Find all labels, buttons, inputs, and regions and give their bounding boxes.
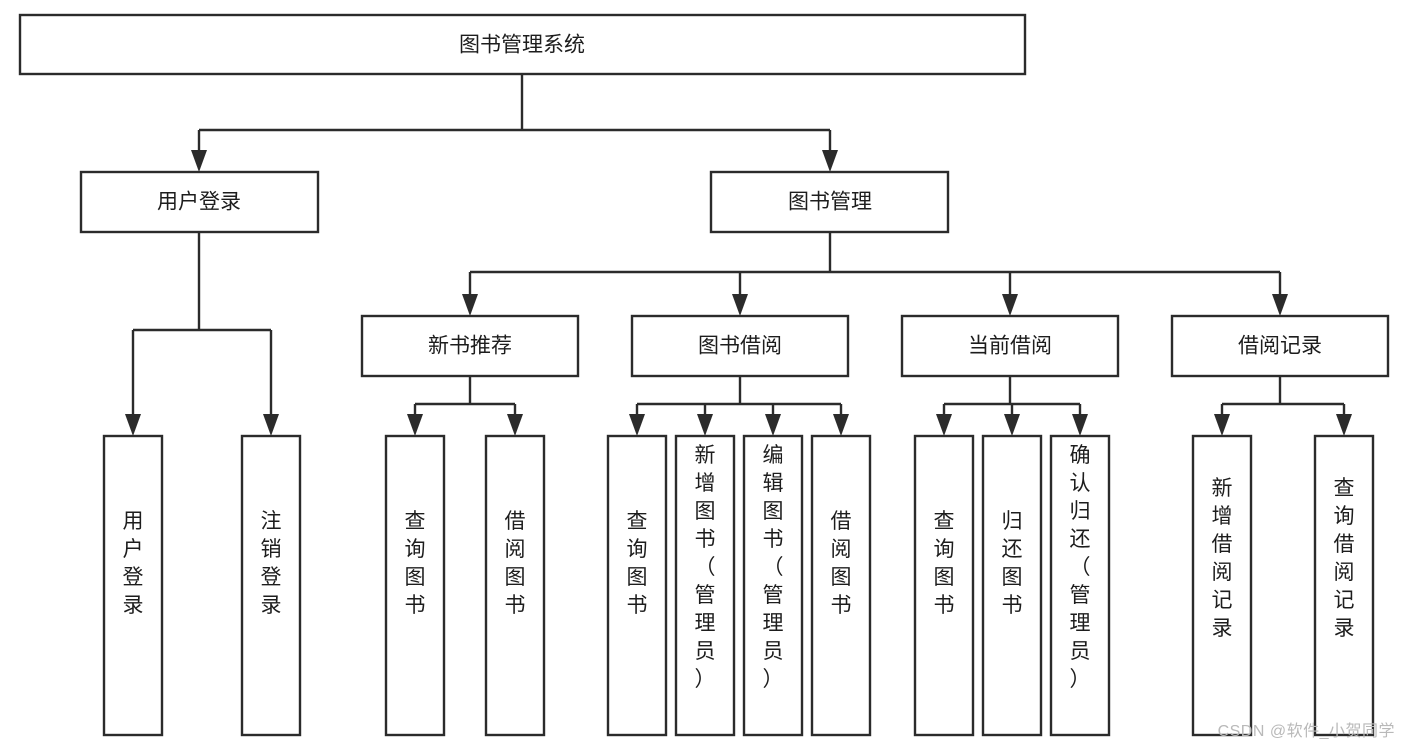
node-newbook-label: 新书推荐 bbox=[428, 335, 512, 358]
node-newbook[interactable]: 新书推荐 bbox=[360, 314, 580, 378]
node-current-box[interactable] bbox=[900, 314, 1120, 378]
node-leaf7[interactable]: 编辑图书（管理员） bbox=[742, 434, 804, 737]
node-leaf9-box[interactable] bbox=[913, 434, 975, 737]
node-leaf7-box[interactable] bbox=[742, 434, 804, 737]
node-leaf6-box[interactable] bbox=[674, 434, 736, 737]
node-leaf5[interactable]: 查询图书 bbox=[606, 434, 668, 737]
node-leaf9-label: 查询图书 bbox=[934, 510, 955, 617]
node-leaf11-label: 确认归还（管理员） bbox=[1070, 444, 1091, 691]
node-leaf3[interactable]: 查询图书 bbox=[384, 434, 446, 737]
connector-group-borrow bbox=[629, 376, 849, 436]
node-record-label: 借阅记录 bbox=[1238, 335, 1322, 358]
node-leaf5-box[interactable] bbox=[606, 434, 668, 737]
node-leaf2-box[interactable] bbox=[240, 434, 302, 737]
node-leaf9[interactable]: 查询图书 bbox=[913, 434, 975, 737]
arrow-head-current bbox=[1002, 294, 1018, 316]
node-leaf5-label: 查询图书 bbox=[627, 510, 648, 617]
node-leaf12[interactable]: 新增借阅记录 bbox=[1191, 434, 1253, 737]
arrow-head-leaf3 bbox=[407, 414, 423, 436]
arrow-head-leaf7 bbox=[765, 414, 781, 436]
node-leaf1-box[interactable] bbox=[102, 434, 164, 737]
node-leaf3-box[interactable] bbox=[384, 434, 446, 737]
arrow-head-leaf12 bbox=[1214, 414, 1230, 436]
node-root-box[interactable] bbox=[18, 13, 1027, 76]
node-leaf10-label: 归还图书 bbox=[1002, 510, 1023, 617]
node-root-label: 图书管理系统 bbox=[459, 34, 585, 57]
arrow-head-record bbox=[1272, 294, 1288, 316]
node-record[interactable]: 借阅记录 bbox=[1170, 314, 1390, 378]
arrow-head-leaf10 bbox=[1004, 414, 1020, 436]
connector-group-record bbox=[1214, 376, 1352, 436]
node-leaf1[interactable]: 用户登录 bbox=[102, 434, 164, 737]
csdn-watermark: CSDN @软件_小贺同学 bbox=[1217, 723, 1395, 740]
arrow-head-leaf8 bbox=[833, 414, 849, 436]
node-login[interactable]: 用户登录 bbox=[79, 170, 320, 234]
node-login-label: 用户登录 bbox=[157, 191, 241, 214]
connector-group-bookmgmt bbox=[462, 232, 1288, 316]
node-borrow-box[interactable] bbox=[630, 314, 850, 378]
connector-group-root bbox=[191, 74, 838, 172]
arrow-head-borrow bbox=[732, 294, 748, 316]
node-leaf12-box[interactable] bbox=[1191, 434, 1253, 737]
node-leaf4[interactable]: 借阅图书 bbox=[484, 434, 546, 737]
connector-group-login bbox=[125, 232, 279, 436]
node-leaf4-label: 借阅图书 bbox=[505, 510, 526, 617]
node-leaf6[interactable]: 新增图书（管理员） bbox=[674, 434, 736, 737]
node-newbook-box[interactable] bbox=[360, 314, 580, 378]
node-leaf11[interactable]: 确认归还（管理员） bbox=[1049, 434, 1111, 737]
node-borrow-label: 图书借阅 bbox=[698, 335, 782, 358]
node-bookmgmt[interactable]: 图书管理 bbox=[709, 170, 950, 234]
connector-group-current bbox=[936, 376, 1088, 436]
node-bookmgmt-label: 图书管理 bbox=[788, 191, 872, 214]
node-leaf13-box[interactable] bbox=[1313, 434, 1375, 737]
node-borrow[interactable]: 图书借阅 bbox=[630, 314, 850, 378]
node-login-box[interactable] bbox=[79, 170, 320, 234]
node-leaf7-label: 编辑图书（管理员） bbox=[763, 444, 784, 691]
node-leaf3-label: 查询图书 bbox=[405, 510, 426, 617]
arrow-head-leaf6 bbox=[697, 414, 713, 436]
arrow-head-leaf4 bbox=[507, 414, 523, 436]
node-leaf8[interactable]: 借阅图书 bbox=[810, 434, 872, 737]
node-leaf8-box[interactable] bbox=[810, 434, 872, 737]
node-leaf10-box[interactable] bbox=[981, 434, 1043, 737]
node-leaf1-label: 用户登录 bbox=[123, 510, 144, 617]
node-leaf4-box[interactable] bbox=[484, 434, 546, 737]
connector-group-newbook bbox=[407, 376, 523, 436]
node-leaf12-label: 新增借阅记录 bbox=[1212, 477, 1233, 640]
node-leaf8-label: 借阅图书 bbox=[831, 510, 852, 617]
node-leaf2-label: 注销登录 bbox=[261, 510, 282, 617]
arrow-head-login bbox=[191, 150, 207, 172]
arrow-head-leaf9 bbox=[936, 414, 952, 436]
arrow-head-leaf5 bbox=[629, 414, 645, 436]
arrow-head-leaf2 bbox=[263, 414, 279, 436]
node-leaf13[interactable]: 查询借阅记录 bbox=[1313, 434, 1375, 737]
node-root[interactable]: 图书管理系统 bbox=[18, 13, 1027, 76]
arrow-head-leaf1 bbox=[125, 414, 141, 436]
arrow-head-newbook bbox=[462, 294, 478, 316]
node-leaf13-label: 查询借阅记录 bbox=[1334, 477, 1355, 640]
node-leaf6-label: 新增图书（管理员） bbox=[695, 444, 716, 691]
node-bookmgmt-box[interactable] bbox=[709, 170, 950, 234]
node-leaf2[interactable]: 注销登录 bbox=[240, 434, 302, 737]
arrow-head-bookmgmt bbox=[822, 150, 838, 172]
node-current-label: 当前借阅 bbox=[968, 335, 1052, 358]
node-record-box[interactable] bbox=[1170, 314, 1390, 378]
arrow-head-leaf13 bbox=[1336, 414, 1352, 436]
arrow-head-leaf11 bbox=[1072, 414, 1088, 436]
node-leaf10[interactable]: 归还图书 bbox=[981, 434, 1043, 737]
node-leaf11-box[interactable] bbox=[1049, 434, 1111, 737]
node-current[interactable]: 当前借阅 bbox=[900, 314, 1120, 378]
